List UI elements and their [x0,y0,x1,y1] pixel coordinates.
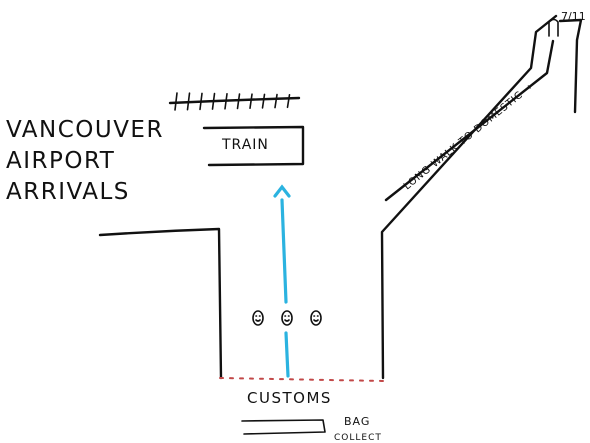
track-tie [261,93,266,109]
left-wall [98,227,223,380]
title-block: VANCOUVER AIRPORT ARRIVALS [6,117,164,205]
track-tie [199,92,203,111]
track-tie [249,93,253,109]
travellers-group [252,310,322,326]
train-station: TRAIN [202,125,305,167]
ramp-wall [384,39,555,202]
arrivals-hall-walls [98,14,583,380]
track-tie [274,93,278,109]
seven-eleven-shop: 7/11 [548,10,586,37]
bag-collect-label-1: BAG [344,415,370,428]
title-line-3: ARRIVALS [6,179,130,205]
long-walk-label: LONG WALK TO DOMESTIC → [402,81,536,192]
bag-collect-label-2: COLLECT [334,433,382,443]
train-tracks [168,92,301,111]
track-tie [286,94,291,109]
track-tie [174,92,178,111]
right-wall [380,14,558,380]
seven-eleven-label: 7/11 [561,10,586,23]
train-label: TRAIN [221,137,269,153]
track-tie [186,92,191,111]
bag-collect: BAG COLLECT [241,415,382,443]
customs-label: CUSTOMS [247,389,332,407]
track-tie [224,93,228,110]
far-wall [558,18,583,114]
traveller-icon [310,310,322,326]
traveller-icon [252,310,264,326]
track-tie [211,92,216,110]
baggage-carousel [241,419,326,435]
route-arrow [273,184,291,378]
track-tie [236,93,241,110]
traveller-icon [281,310,293,326]
title-line-2: AIRPORT [6,148,115,174]
customs-line [219,377,385,382]
title-line-1: VANCOUVER [6,117,164,143]
